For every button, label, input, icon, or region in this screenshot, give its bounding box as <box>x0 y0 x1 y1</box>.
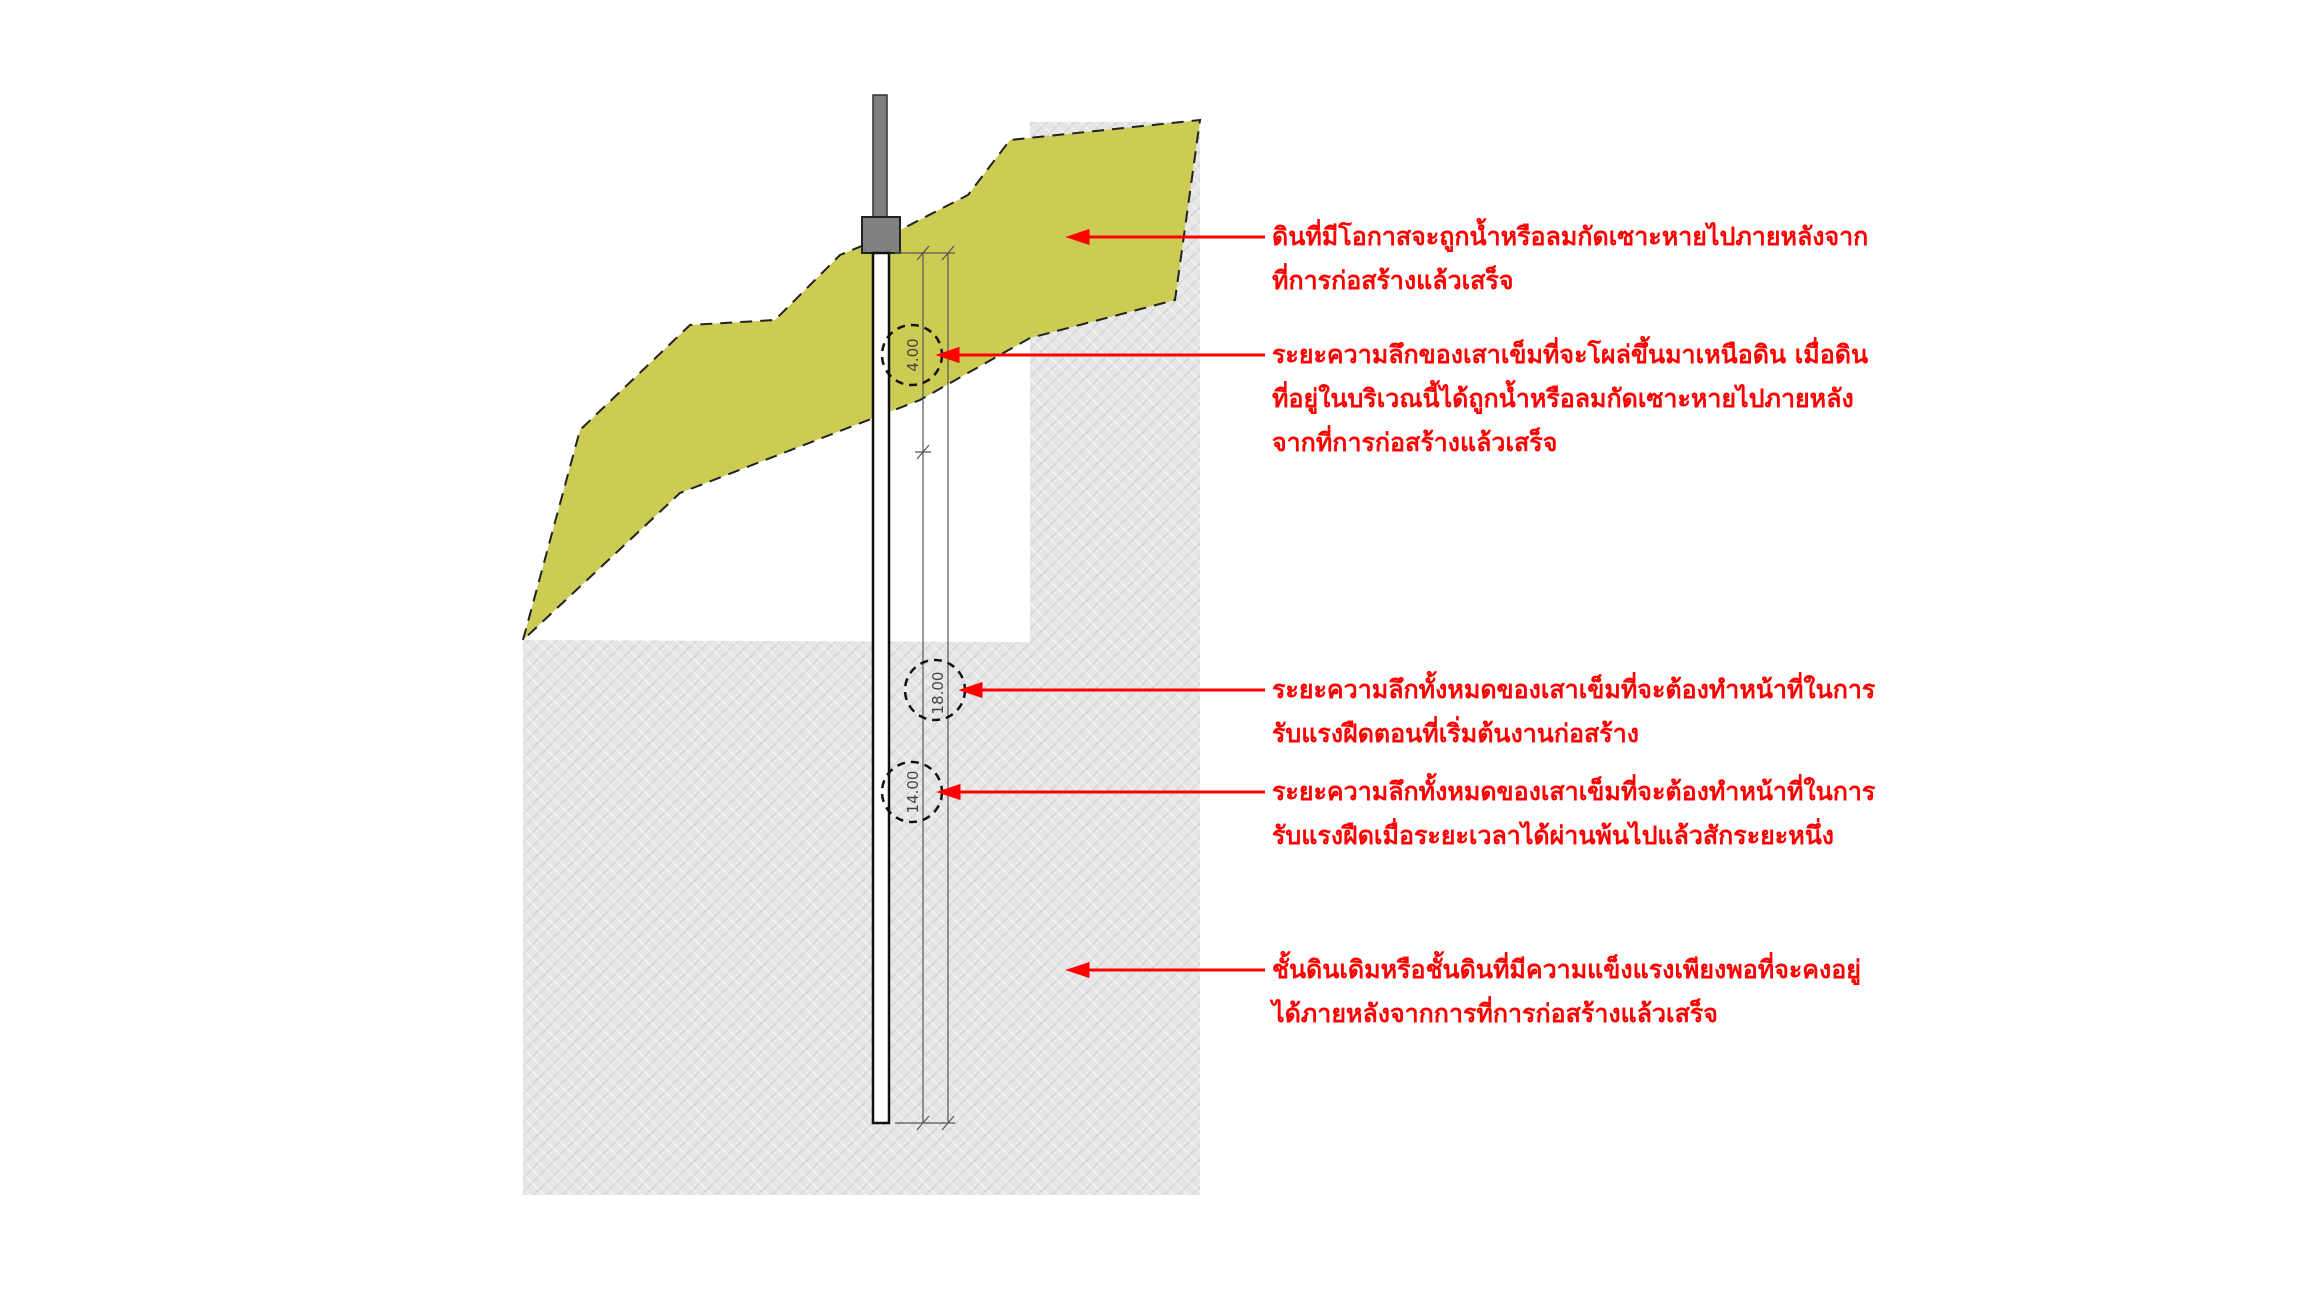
annotation-original-soil: ชั้นดินเดิมหรือชั้นดินที่มีความแข็งแรงเพ… <box>1272 948 1861 1036</box>
annotation-line: รับแรงฝืดตอนที่เริ่มต้นงานก่อสร้าง <box>1272 719 1639 748</box>
annotation-line: ที่การก่อสร้างแล้วเสร็จ <box>1272 266 1514 295</box>
dim-label-total-initial: 18.00 <box>929 672 947 715</box>
erodible-soil-layer <box>521 118 1202 644</box>
annotation-line: ที่อยู่ในบริเวณนี้ได้ถูกน้ำหรือลมกัดเซาะ… <box>1272 384 1854 413</box>
annotation-later-friction-depth: ระยะความลึกทั้งหมดของเสาเข็มที่จะต้องทำห… <box>1272 770 1875 858</box>
annotation-line: ชั้นดินเดิมหรือชั้นดินที่มีความแข็งแรงเพ… <box>1272 955 1861 984</box>
dimension-lines <box>895 245 955 1131</box>
annotation-exposed-depth: ระยะความลึกของเสาเข็มที่จะโผล่ขึ้นมาเหนื… <box>1272 333 1868 465</box>
pile <box>871 251 891 1125</box>
annotation-line: ระยะความลึกทั้งหมดของเสาเข็มที่จะต้องทำห… <box>1272 777 1876 806</box>
annotation-line: รับแรงฝืดเมื่อระยะเวลาได้ผ่านพ้นไปแล้วสั… <box>1272 821 1835 850</box>
dim-label-total-after: 14.00 <box>904 771 922 814</box>
annotation-line: ระยะความลึกทั้งหมดของเสาเข็มที่จะต้องทำห… <box>1272 675 1876 704</box>
annotation-line: จากที่การก่อสร้างแล้วเสร็จ <box>1272 428 1558 457</box>
annotation-line: ได้ภายหลังจากการที่การก่อสร้างแล้วเสร็จ <box>1272 999 1718 1028</box>
annotation-initial-friction-depth: ระยะความลึกทั้งหมดของเสาเข็มที่จะต้องทำห… <box>1272 668 1875 756</box>
leader-lines <box>935 228 1265 979</box>
annotation-erodible-soil: ดินที่มีโอกาสจะถูกน้ำหรือลมกัดเซาะหายไปภ… <box>1272 215 1868 303</box>
dim-label-exposed: 4.00 <box>904 338 922 371</box>
column-shaft <box>872 94 888 221</box>
annotation-line: ดินที่มีโอกาสจะถูกน้ำหรือลมกัดเซาะหายไปภ… <box>1272 222 1869 251</box>
annotation-line: ระยะความลึกของเสาเข็มที่จะโผล่ขึ้นมาเหนื… <box>1272 340 1869 369</box>
pile-cap <box>861 216 901 254</box>
original-soil-layer <box>523 122 1200 1195</box>
